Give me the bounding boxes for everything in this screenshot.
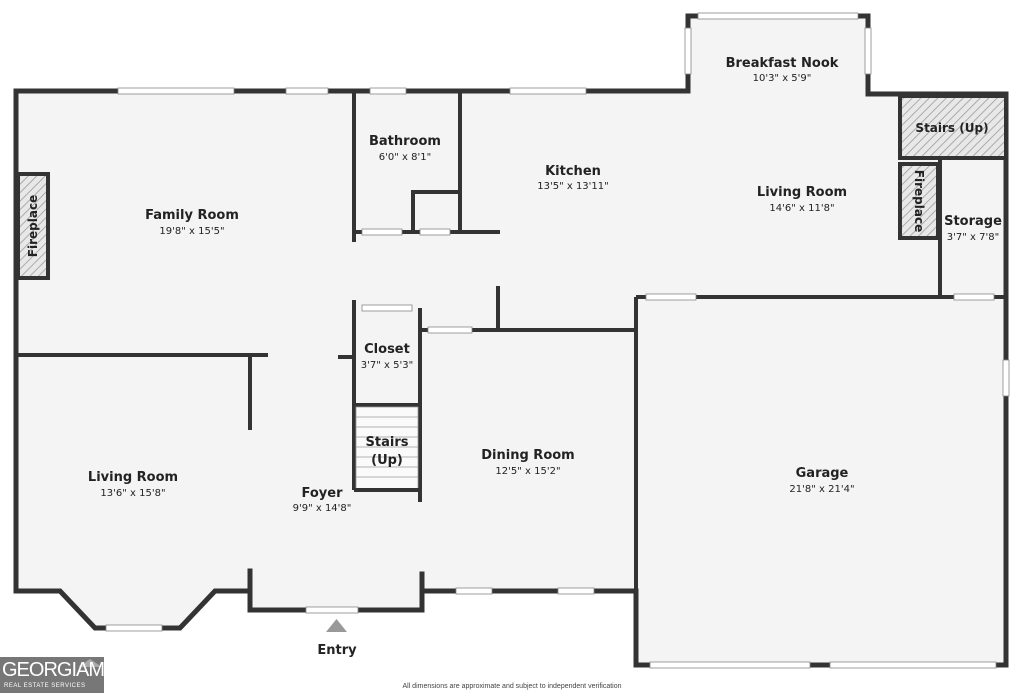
breakfast-nook-label: Breakfast Nook [726, 56, 839, 71]
dining-room-dims: 12'5" x 15'2" [495, 466, 560, 477]
entry-label: Entry [317, 643, 357, 658]
kitchen-label: Kitchen [545, 164, 601, 179]
family-room-label: Family Room [145, 208, 239, 223]
stairs-right-shape [902, 98, 1004, 156]
logo-roof-icon [78, 659, 102, 667]
fireplace-left-shape [16, 172, 50, 280]
kitchen-dims: 13'5" x 13'11" [537, 181, 609, 192]
stairs-center-label-1: Stairs [366, 435, 409, 450]
breakfast-nook-dims: 10'3" x 5'9" [753, 73, 812, 84]
bathroom-dims: 6'0" x 8'1" [379, 152, 431, 163]
fireplace-right-shape [898, 162, 940, 240]
logo-sub-text: REAL ESTATE SERVICES [4, 683, 86, 689]
closet-label: Closet [364, 342, 410, 357]
garage-dims: 21'8" x 21'4" [789, 484, 854, 495]
logo-main-text: GEORGIAMLS [2, 659, 127, 681]
disclaimer-text: All dimensions are approximate and subje… [402, 683, 621, 690]
fireplace-right-label: Fireplace [912, 170, 926, 232]
closet-dims: 3'7" x 5'3" [361, 360, 413, 371]
georgia-mls-logo: GEORGIAMLS REAL ESTATE SERVICES [0, 657, 127, 693]
fireplace-left-label: Fireplace [26, 195, 40, 257]
garage-label: Garage [796, 466, 849, 481]
living-room-left-label: Living Room [88, 470, 178, 485]
dining-room-label: Dining Room [481, 448, 574, 463]
stairs-right-label: Stairs (Up) [915, 121, 988, 135]
foyer-dims: 9'9" x 14'8" [293, 503, 352, 514]
living-room-right-dims: 14'6" x 11'8" [769, 203, 834, 214]
family-room-dims: 19'8" x 15'5" [159, 226, 224, 237]
storage-label: Storage [944, 214, 1002, 229]
stairs-center-label-2: (Up) [371, 453, 403, 468]
floor-fill [16, 16, 1008, 665]
living-room-right-label: Living Room [757, 185, 847, 200]
storage-dims: 3'7" x 7'8" [947, 232, 999, 243]
entry-arrow-icon [326, 619, 347, 632]
foyer-label: Foyer [302, 486, 344, 501]
bathroom-label: Bathroom [369, 134, 441, 149]
windows [105, 12, 1010, 669]
living-room-left-dims: 13'6" x 15'8" [100, 488, 165, 499]
stairs-center-treads [355, 406, 419, 490]
